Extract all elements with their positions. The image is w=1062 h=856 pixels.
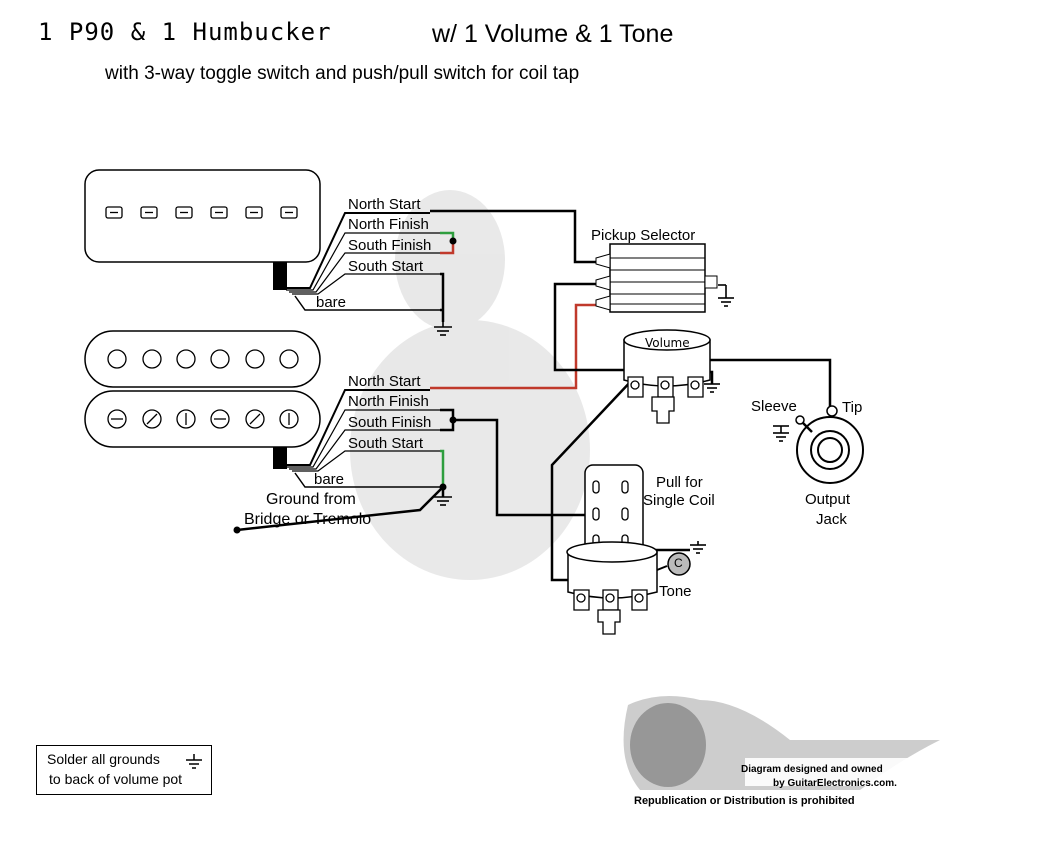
ground-icon [773, 425, 789, 442]
ground-from-label: Ground from [266, 491, 356, 508]
watermark-logo [623, 696, 940, 790]
solder-note-line1: Solder all grounds [47, 751, 160, 767]
humbucker-north-finish-label: North Finish [348, 393, 429, 410]
tone-label: Tone [659, 583, 692, 600]
volume-lugs [627, 376, 704, 424]
humbucker-pickup [84, 330, 440, 488]
ground-icon [434, 496, 452, 506]
p90-north-finish-label: North Finish [348, 216, 429, 233]
volume-label: Volume [645, 336, 690, 350]
watermark-line3: Republication or Distribution is prohibi… [634, 795, 855, 807]
watermark-line1: Diagram designed and owned [741, 764, 883, 775]
p90-pole-pieces [105, 206, 298, 219]
capacitor-label: C [674, 556, 683, 570]
ground-icon [704, 383, 720, 393]
ground-icon [690, 541, 706, 554]
ground-icon [434, 322, 452, 336]
jack-tip-label: Tip [842, 399, 863, 416]
p90-north-start-label: North Start [348, 196, 421, 213]
diagram-subtitle: with 3-way toggle switch and push/pull s… [105, 63, 580, 84]
tone-pot [566, 464, 658, 635]
pickup-selector-switch [595, 243, 718, 313]
pull-for-label: Pull for [656, 474, 703, 491]
humbucker-bare-label: bare [314, 471, 345, 488]
watermark-line2: by GuitarElectronics.com. [773, 778, 897, 789]
humbucker-south-start-label: South Start [348, 435, 424, 452]
p90-south-start-label: South Start [348, 258, 424, 275]
humbucker-pole-pieces [107, 349, 299, 429]
output-jack [795, 405, 864, 484]
diagram-title: 1 P90 & 1 Humbucker [38, 18, 332, 46]
tone-lugs [573, 589, 648, 635]
jack-label: Jack [816, 511, 847, 528]
solder-note-line2: to back of volume pot [49, 771, 183, 787]
controls-title: w/ 1 Volume & 1 Tone [432, 20, 674, 48]
ground-symbols [434, 284, 789, 554]
humbucker-north-start-label: North Start [348, 373, 421, 390]
p90-south-finish-label: South Finish [348, 237, 432, 254]
p90-bare-label: bare [316, 294, 347, 311]
single-coil-label: Single Coil [643, 492, 715, 509]
output-label: Output [805, 491, 851, 508]
volume-pot [623, 329, 711, 424]
wires [233, 209, 832, 582]
humbucker-south-finish-label: South Finish [348, 414, 432, 431]
jack-sleeve-label: Sleeve [751, 398, 797, 415]
pickup-selector-label: Pickup Selector [591, 227, 696, 244]
ground-icon [718, 284, 734, 307]
capacitor [656, 552, 691, 576]
bridge-or-tremolo-label: Bridge or Tremolo [244, 511, 372, 528]
ground-icon [186, 754, 202, 769]
solder-grounds-note: Solder all grounds to back of volume pot [36, 745, 212, 795]
p90-pickup [84, 169, 440, 311]
